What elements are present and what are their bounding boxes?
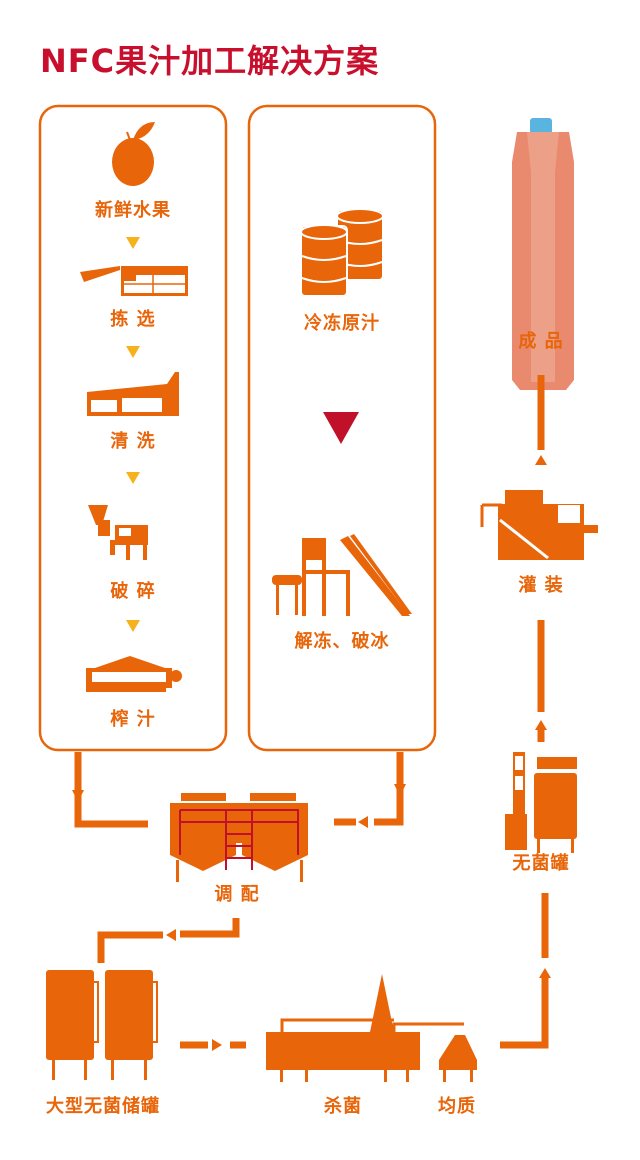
step-label-crushing: 破 碎 <box>110 581 156 602</box>
sorting-machine-icon <box>80 266 188 296</box>
step-label-fresh-fruit: 新鲜水果 <box>95 200 171 221</box>
step-label-homogenization: 均质 <box>438 1096 476 1117</box>
step-label-filling: 灌 装 <box>518 575 564 596</box>
thawing-machine-icon <box>272 534 412 616</box>
aseptic-tank-icon <box>505 752 577 853</box>
filling-machine-icon <box>480 490 598 560</box>
orange-icon <box>112 122 155 186</box>
flow-line-middle <box>334 752 404 826</box>
juice-carton-icon <box>512 118 574 390</box>
juicer-icon <box>86 656 182 692</box>
step-label-aseptic-tank: 无菌罐 <box>512 853 570 874</box>
step-label-sorting: 拣 选 <box>110 309 156 330</box>
flow-line-homog-out <box>500 893 549 1049</box>
flow-arrow-icon <box>72 455 551 1051</box>
step-arrow-icon <box>126 237 140 632</box>
step-label-thawing: 解冻、破冰 <box>294 631 390 652</box>
flow-line-left <box>74 752 148 828</box>
frozen-barrels-icon <box>300 208 384 297</box>
step-label-frozen-juice: 冷冻原汁 <box>304 313 380 334</box>
crusher-icon <box>88 505 148 560</box>
page-title: NFC果汁加工解决方案 <box>40 42 380 80</box>
step-label-storage: 大型无菌储罐 <box>46 1096 160 1117</box>
step-label-product: 成 品 <box>518 331 564 352</box>
fresh-juice-panel <box>38 104 228 752</box>
step-label-washing: 清 洗 <box>110 431 156 452</box>
main-arrow-icon <box>323 412 359 444</box>
step-label-sterilization: 杀菌 <box>324 1096 362 1117</box>
blending-tank-icon <box>170 793 308 882</box>
frozen-juice-panel <box>247 104 437 752</box>
storage-tanks-icon <box>46 970 158 1080</box>
step-label-blending: 调 配 <box>214 884 260 905</box>
washing-machine-icon <box>87 372 179 416</box>
homogenizer-icon <box>439 1035 477 1082</box>
step-label-juicing: 榨 汁 <box>110 709 156 730</box>
sterilizer-icon <box>266 974 464 1082</box>
flow-line-blend-out <box>97 918 240 963</box>
